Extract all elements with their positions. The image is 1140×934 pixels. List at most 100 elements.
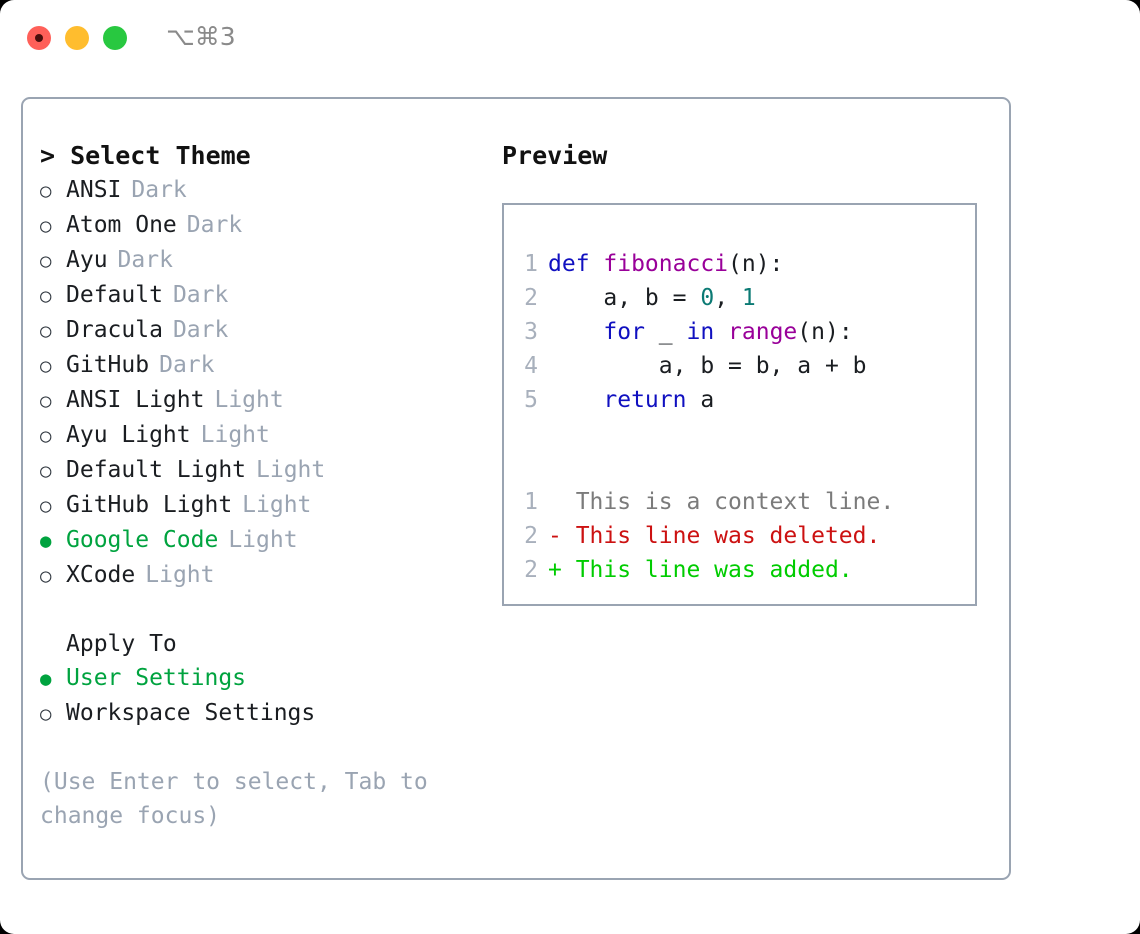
radio-unselected-icon[interactable]: ○ — [40, 425, 52, 447]
code-line-text: return a — [548, 383, 714, 417]
line-number: 1 — [524, 251, 538, 277]
radio-unselected-icon[interactable]: ○ — [40, 250, 52, 272]
theme-variant-label: Light — [145, 562, 215, 588]
code-token-pl: a, b = — [548, 285, 701, 311]
theme-option-label: Ayu Light — [66, 422, 191, 448]
radio-unselected-icon[interactable]: ○ — [40, 285, 52, 307]
code-token-pl: (n): — [797, 319, 853, 345]
radio-unselected-icon[interactable]: ○ — [40, 460, 52, 482]
code-token-pl: a — [686, 387, 715, 413]
diff-line-text-add: + This line was added. — [548, 557, 853, 583]
code-line: 2 a, b = 0, 1 — [504, 281, 975, 315]
code-token-pl — [548, 319, 603, 345]
radio-unselected-icon[interactable]: ○ — [40, 320, 52, 342]
minimize-button[interactable] — [65, 26, 89, 50]
radio-unselected-icon[interactable]: ○ — [40, 215, 52, 237]
code-line-text: a, b = 0, 1 — [548, 281, 755, 315]
theme-option[interactable]: ● Google Code Light — [40, 523, 470, 558]
code-line-text: for _ in range(n): — [548, 315, 853, 349]
theme-variant-label: Dark — [186, 212, 243, 238]
code-line: 1 def fibonacci(n): — [504, 247, 975, 281]
theme-option-label: XCode — [66, 562, 136, 588]
theme-option-label: Dracula — [66, 317, 163, 343]
theme-variant-label: Light — [228, 527, 298, 553]
apply-to-group: Apply To ●User Settings○Workspace Settin… — [40, 627, 470, 731]
code-line: 4 a, b = b, a + b — [504, 349, 975, 383]
apply-to-option-label: User Settings — [66, 665, 247, 691]
radio-selected-icon[interactable]: ● — [40, 530, 52, 552]
diff-sample: 1 This is a context line.2- This line wa… — [504, 485, 975, 587]
apply-to-option[interactable]: ○ Workspace Settings — [40, 696, 470, 731]
diff-line: 1 This is a context line. — [504, 485, 975, 519]
code-line: 3 for _ in range(n): — [504, 315, 975, 349]
theme-option-label: Atom One — [66, 212, 177, 238]
maximize-button[interactable] — [103, 26, 127, 50]
line-number: 4 — [524, 353, 538, 379]
radio-unselected-icon[interactable]: ○ — [40, 565, 52, 587]
theme-option[interactable]: ○ Default Dark — [40, 278, 470, 313]
radio-unselected-icon[interactable]: ○ — [40, 703, 52, 725]
radio-unselected-icon[interactable]: ○ — [40, 390, 52, 412]
theme-option-label: GitHub — [66, 352, 150, 378]
code-token-kw: return — [603, 387, 687, 413]
radio-selected-icon[interactable]: ● — [40, 668, 52, 690]
radio-unselected-icon[interactable]: ○ — [40, 180, 52, 202]
radio-unselected-icon[interactable]: ○ — [40, 495, 52, 517]
theme-option-label: ANSI — [66, 177, 122, 203]
theme-variant-label: Light — [256, 457, 326, 483]
code-spacer-2 — [504, 451, 975, 485]
apply-to-option-label: Workspace Settings — [66, 700, 316, 726]
code-line: 5 return a — [504, 383, 975, 417]
theme-variant-label: Light — [242, 492, 312, 518]
theme-option-label: Default Light — [66, 457, 247, 483]
apply-to-option[interactable]: ● User Settings — [40, 661, 470, 696]
line-number: 5 — [524, 387, 538, 413]
preview-heading: Preview — [502, 141, 608, 170]
theme-option[interactable]: ○ Default Light Light — [40, 453, 470, 488]
code-token-pl — [548, 387, 603, 413]
code-line-text: a, b = b, a + b — [548, 349, 867, 383]
theme-option-label: Default — [66, 282, 163, 308]
keyboard-shortcut-badge: ⌥⌘3 — [166, 22, 236, 51]
line-number: 2 — [524, 557, 538, 583]
title-bar: ⌥⌘3 — [0, 0, 1140, 78]
code-token-pl: _ — [644, 319, 687, 345]
code-token-kw: in — [686, 319, 715, 345]
code-token-pl: a, b = b, a + b — [548, 353, 867, 379]
diff-line: 2 + This line was added. — [504, 553, 975, 587]
window-controls — [27, 26, 127, 50]
theme-option-label: ANSI Light — [66, 387, 205, 413]
theme-option-label: Ayu — [66, 247, 108, 273]
code-token-pl: (n): — [728, 251, 784, 277]
diff-line-text-ctx: This is a context line. — [548, 489, 895, 515]
line-number: 1 — [524, 489, 538, 515]
close-button[interactable] — [27, 26, 51, 50]
theme-variant-label: Dark — [172, 282, 229, 308]
code-token-fn: range — [728, 319, 798, 345]
theme-option[interactable]: ○ XCode Light — [40, 558, 470, 593]
code-token-fn: fibonacci — [603, 251, 729, 277]
theme-option-label: Google Code — [66, 527, 219, 553]
radio-unselected-icon[interactable]: ○ — [40, 355, 52, 377]
code-token-num: 0 — [700, 285, 715, 311]
code-token-pl: , — [714, 285, 742, 311]
code-spacer — [504, 417, 975, 451]
code-token-kw: def — [548, 251, 604, 277]
line-number: 2 — [524, 523, 538, 549]
theme-option[interactable]: ○ Atom One Dark — [40, 208, 470, 243]
apply-to-options: ● User Settings ○ Workspace Settings — [40, 661, 470, 731]
